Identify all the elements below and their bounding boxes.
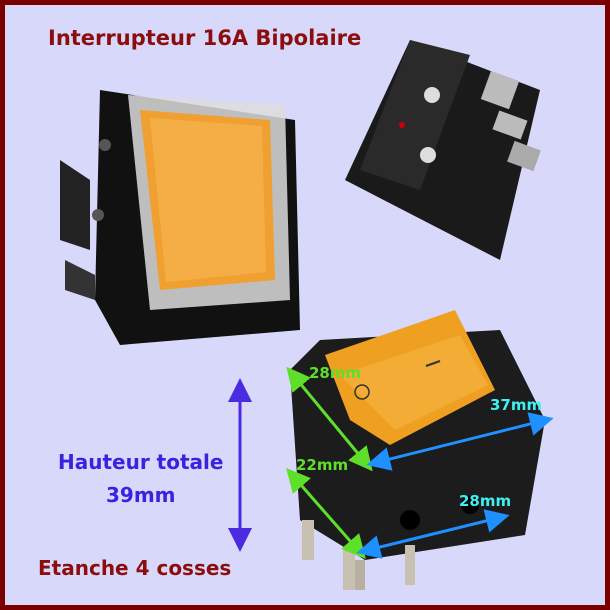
side-height-arrow xyxy=(286,467,366,560)
depth-arrow xyxy=(286,366,373,472)
switch-front-image xyxy=(290,310,545,590)
width-arrow xyxy=(356,509,510,559)
switch-with-cover-image xyxy=(60,90,300,345)
dim-side-height: 22mm xyxy=(296,456,348,474)
dim-top-depth: 28mm xyxy=(309,364,361,382)
height-label: Hauteur totale xyxy=(58,450,224,474)
length-arrow xyxy=(366,412,554,471)
height-value: 39mm xyxy=(106,483,176,507)
dim-width: 28mm xyxy=(459,492,511,510)
switch-back-image xyxy=(345,40,541,260)
dim-length: 37mm xyxy=(490,396,542,414)
product-title: Interrupteur 16A Bipolaire xyxy=(48,26,362,50)
footer-caption: Etanche 4 cosses xyxy=(38,556,232,580)
